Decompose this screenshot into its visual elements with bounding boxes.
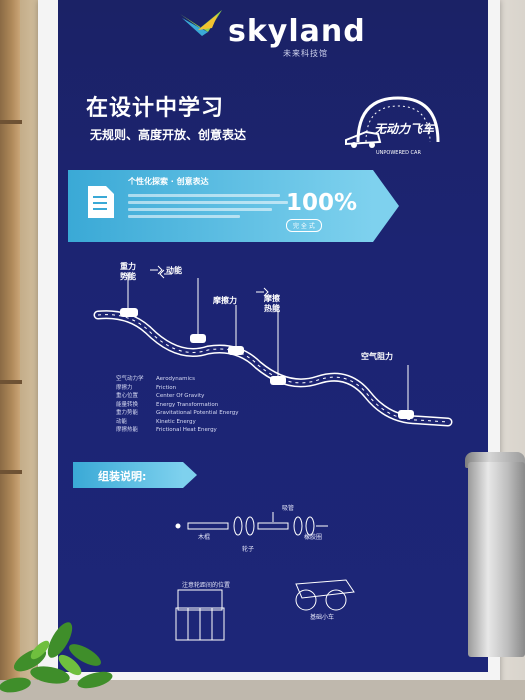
label-friction-heat: 摩擦热能 [264,294,280,313]
banner-arrow [373,170,399,242]
part-rubber-label: 橡胶圈 [304,534,323,541]
assembly-note: 注意轮距间的位置 [182,582,231,589]
banner-title: 个性化探索 · 创意表达 [128,177,209,186]
wooden-pillar [0,0,20,700]
poster: skyland 未来科技馆 在设计中学习 无规则、高度开放、创意表达 无动力飞车… [58,0,488,672]
base-car-label: 基础小车 [310,614,335,621]
brand-subtitle: 未来科技馆 [283,49,328,58]
banner-body-text [128,190,288,222]
logo-mark-icon [180,10,222,36]
document-icon [88,186,114,218]
trash-bin [468,462,525,657]
assembly-title: 组装说明: [98,470,147,483]
unpowered-car-badge: 无动力飞车 UNPOWERED CAR [336,90,456,160]
poster-title: 在设计中学习 [86,96,225,121]
badge-subtitle: UNPOWERED CAR [376,150,421,156]
label-gravity-potential: 重力势能 [120,262,136,281]
label-friction: 摩擦力 [213,296,237,305]
wall-shelf [0,380,22,384]
potted-plant [0,622,113,693]
wall-shelf [0,470,22,474]
assembly-diagram [175,512,355,641]
assembly-banner [73,462,183,488]
part-straw-label: 吸管 [282,505,295,512]
assembly-arrow [183,462,197,488]
brand-name: skyland [228,14,366,49]
poster-subtitle: 无规则、高度开放、创意表达 [90,128,247,142]
part-wheel-label: 轮子 [242,546,255,553]
badge-title: 无动力飞车 [374,122,435,136]
track-diagram [93,265,453,427]
label-air-resistance: 空气阻力 [361,352,393,361]
wall-shelf [0,120,22,124]
banner-tag: 完 全 式 [286,219,322,232]
floor [0,680,525,700]
tunnel-car-icon [345,96,440,148]
skyland-logo: skyland 未来科技馆 [178,6,378,58]
banner-percent: 100% [286,190,358,216]
part-rod-label: 木棍 [198,534,211,541]
info-banner [68,170,373,242]
label-kinetic: 动能 [166,266,182,275]
